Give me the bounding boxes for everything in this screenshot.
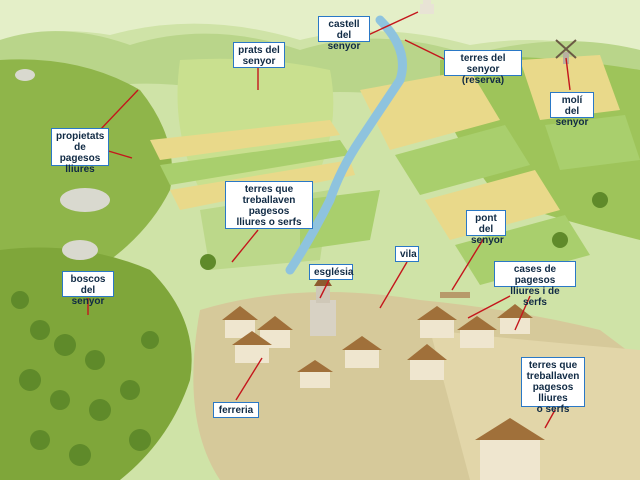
leader-vila [379,261,408,309]
label-cases: cases de pagesos lliures i de serfs [494,261,576,308]
river [285,15,407,275]
trees [11,192,608,466]
label-terres-treballaven-1: terres que treballaven pagesos lliures o… [225,181,313,229]
leader-propietats-2 [104,149,133,159]
label-boscos: boscos del senyor [62,271,114,307]
bridge [440,292,470,298]
label-castell: castell del senyor [318,16,370,52]
leader-cases-2 [514,295,531,331]
rocks [15,69,110,260]
leader-terres-senyor [404,39,447,61]
label-pont: pont del senyor [466,210,506,246]
leader-castell [365,11,419,37]
label-vila: vila [395,246,419,262]
leader-pont [451,237,485,291]
leader-farreria [235,357,263,401]
label-moli: molí del senyor [550,92,594,128]
left-hill-forest [0,59,172,300]
leader-propietats-1 [99,89,139,131]
label-terres-senyor: terres del senyor (reserva) [444,50,522,86]
label-prats: prats del senyor [233,42,285,68]
label-farreria: ferreria [213,402,259,418]
leader-esglesia [319,277,331,299]
village-houses [222,304,545,480]
label-terres-treballaven-2: terres que treballaven pagesos lliures o… [521,357,585,415]
leader-terres-treballaven-2 [544,409,556,429]
label-propietats: propietats de pagesos lliures [51,128,109,175]
leader-terres-treballaven-1 [231,229,259,263]
label-esglesia: església [309,264,353,280]
leader-cases-1 [467,295,511,319]
leader-moli [565,57,571,91]
castle [420,0,434,14]
